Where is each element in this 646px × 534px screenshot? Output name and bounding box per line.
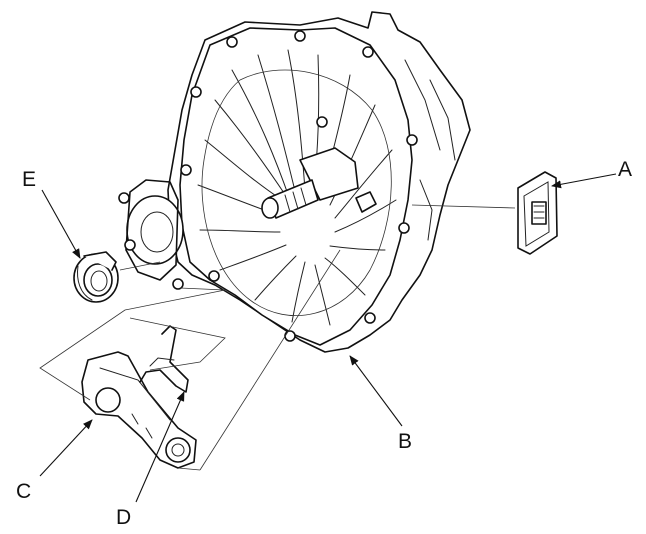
callout-label-a: A xyxy=(618,158,632,181)
callout-label-d: D xyxy=(116,506,131,529)
transmission-housing xyxy=(118,11,471,353)
leader-a xyxy=(551,173,617,189)
callout-leaders xyxy=(39,173,617,503)
leader-d xyxy=(135,391,185,503)
release-fork xyxy=(81,351,197,469)
leader-e xyxy=(41,189,81,259)
leader-b xyxy=(349,355,403,427)
assembly-guide-lines xyxy=(39,204,516,471)
callout-label-b: B xyxy=(398,430,412,453)
retaining-spring xyxy=(139,325,189,393)
callout-label-e: E xyxy=(22,168,36,191)
leader-c xyxy=(39,419,93,477)
callout-label-c: C xyxy=(16,480,31,503)
cover-plate xyxy=(517,171,558,255)
release-bearing xyxy=(73,251,119,303)
